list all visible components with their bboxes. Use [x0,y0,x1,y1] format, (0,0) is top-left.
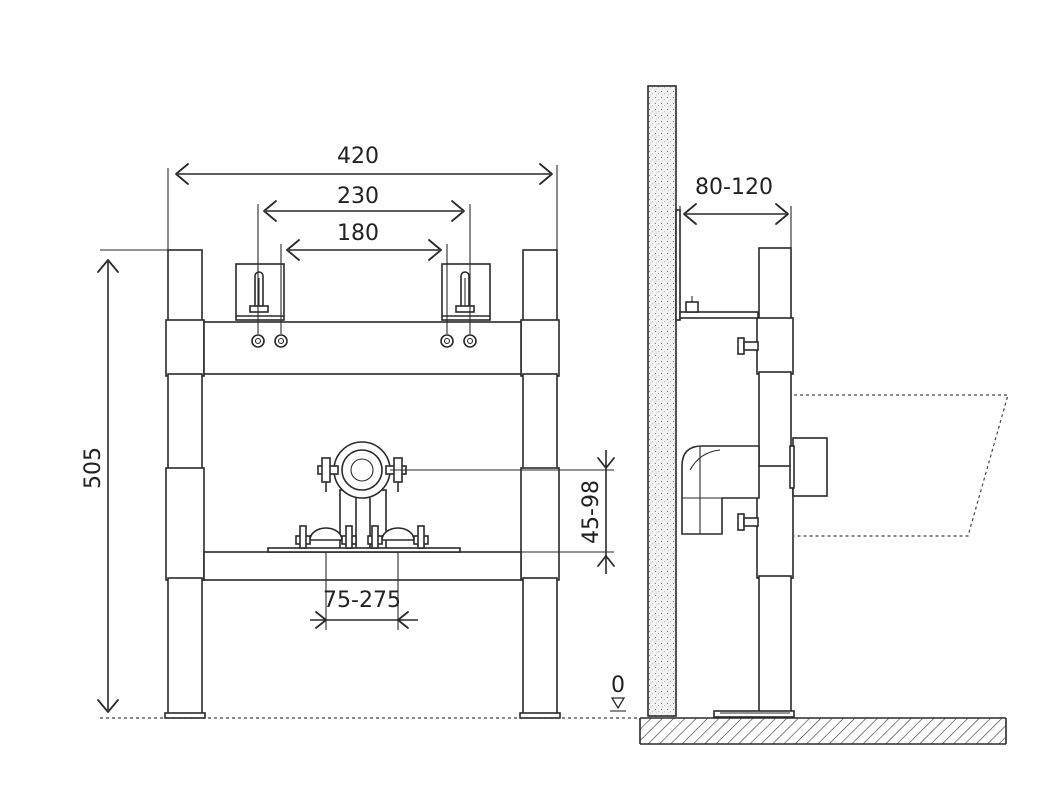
floor-hatch [640,718,1006,744]
dimension-drain-height: 45-98 [390,450,615,574]
label-wall-offset: 80-120 [695,175,773,200]
label-drain-height: 45-98 [579,480,604,544]
right-post [519,249,561,719]
crossbar-holes [251,334,477,348]
foot-clamps [267,525,461,553]
dimension-wall-offset: 80-120 [679,175,792,300]
dimension-outer-hole-spacing: 230 [257,184,471,334]
drain-elbow [681,437,828,535]
wall [647,85,677,717]
dimension-inner-hole-spacing: 180 [280,221,448,334]
dimension-overall-height: 505 [81,249,202,713]
label-outer-hole-spacing: 230 [337,184,379,209]
right-mounting-bracket [441,263,491,321]
dimension-foot-spacing: 75-275 [310,552,418,630]
wall-bracket [675,209,759,321]
side-view: 0 [610,85,1009,745]
floor-level-mark: 0 [610,673,626,712]
lower-crossbar [203,551,522,581]
dimension-overall-width: 420 [167,144,558,250]
label-overall-height: 505 [81,447,106,489]
label-foot-spacing: 75-275 [323,588,401,613]
label-floor-level: 0 [611,673,625,698]
left-mounting-bracket [235,263,285,321]
upper-crossbar [203,321,522,375]
adjuster-knobs [737,337,759,531]
left-post [164,249,206,719]
label-overall-width: 420 [337,144,379,169]
label-inner-hole-spacing: 180 [337,221,379,246]
front-view: 420 230 180 505 [81,144,640,719]
